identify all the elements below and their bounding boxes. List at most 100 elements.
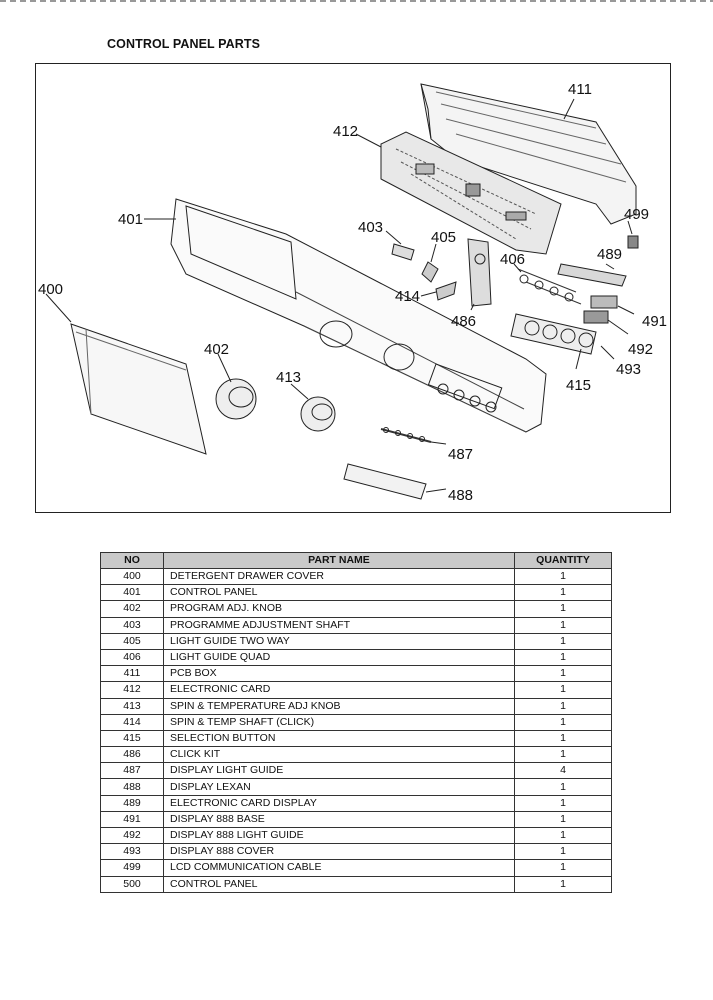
cell-no: 500 [100,875,164,893]
display-lexan-488 [343,463,427,500]
cell-no: 406 [100,648,164,667]
cell-part-name: ELECTRONIC CARD DISPLAY [163,794,515,812]
exploded-diagram: 411 412 401 403 405 499 489 406 400 414 … [35,63,671,513]
cell-quantity: 4 [514,762,612,780]
callout-401: 401 [118,211,143,228]
cell-no: 493 [100,843,164,861]
cell-no: 491 [100,810,164,829]
click-kit-486 [467,238,492,307]
callout-403: 403 [358,219,383,236]
cell-part-name: DISPLAY 888 COVER [163,843,515,861]
cell-no: 401 [100,584,164,602]
cell-no: 488 [100,778,164,796]
header-quantity: QUANTITY [514,552,612,569]
callout-487: 487 [448,446,473,463]
callout-405: 405 [431,229,456,246]
table-header-row: NO PART NAME QUANTITY [100,552,612,569]
cell-part-name: LCD COMMUNICATION CABLE [163,859,515,877]
cell-quantity: 1 [514,584,612,602]
cell-quantity: 1 [514,681,612,699]
header-part-name: PART NAME [163,552,515,569]
callout-414: 414 [395,288,420,305]
callout-411: 411 [568,81,592,98]
callout-413: 413 [276,369,301,386]
callout-488: 488 [448,487,473,504]
callout-493: 493 [616,361,641,378]
cable-499 [627,235,639,249]
cell-part-name: PCB BOX [163,665,515,683]
cell-no: 492 [100,826,164,845]
cell-quantity: 1 [514,810,612,829]
cell-part-name: DETERGENT DRAWER COVER [163,567,515,586]
cell-no: 412 [100,681,164,699]
cell-part-name: LIGHT GUIDE QUAD [163,648,515,667]
cell-part-name: DISPLAY LEXAN [163,778,515,796]
cell-part-name: CONTROL PANEL [163,584,515,602]
cell-quantity: 1 [514,843,612,861]
cell-no: 411 [100,665,164,683]
cell-part-name: SELECTION BUTTON [163,729,515,748]
detergent-drawer-400 [70,323,207,455]
callout-412: 412 [333,123,358,140]
knob-413 [300,396,336,432]
cell-quantity: 1 [514,794,612,812]
cell-no: 487 [100,762,164,780]
callout-486: 486 [451,313,476,330]
cell-no: 400 [100,567,164,586]
cell-no: 415 [100,729,164,748]
cell-part-name: SPIN & TEMPERATURE ADJ KNOB [163,697,515,715]
exploded-diagram-drawing: 411 412 401 403 405 499 489 406 400 414 … [38,81,667,504]
callout-415: 415 [566,377,591,394]
cell-part-name: PROGRAM ADJ. KNOB [163,600,515,618]
knob-402 [215,378,257,420]
cell-no: 499 [100,859,164,877]
top-edge-rule [0,0,713,2]
callout-492: 492 [628,341,653,358]
display-card-489 [557,263,627,287]
cell-part-name: LIGHT GUIDE TWO WAY [163,632,515,650]
callout-489: 489 [597,246,622,263]
cell-no: 489 [100,794,164,812]
cell-no: 402 [100,600,164,618]
cell-quantity: 1 [514,729,612,748]
cell-quantity: 1 [514,859,612,877]
cell-quantity: 1 [514,826,612,845]
cell-no: 405 [100,632,164,650]
header-no: NO [100,552,164,569]
cell-no: 413 [100,697,164,715]
cell-quantity: 1 [514,632,612,650]
cell-part-name: DISPLAY LIGHT GUIDE [163,762,515,780]
cell-quantity: 1 [514,648,612,667]
callout-499: 499 [624,206,649,223]
cell-quantity: 1 [514,697,612,715]
cell-no: 486 [100,746,164,764]
cell-quantity: 1 [514,875,612,893]
cell-quantity: 1 [514,616,612,634]
callout-491: 491 [642,313,667,330]
callout-400: 400 [38,281,63,298]
cell-part-name: ELECTRONIC CARD [163,681,515,699]
cell-no: 414 [100,713,164,731]
selection-buttons-415 [510,313,597,355]
callout-402: 402 [204,341,229,358]
cell-quantity: 1 [514,713,612,731]
cell-quantity: 1 [514,778,612,796]
cell-quantity: 1 [514,600,612,618]
cell-quantity: 1 [514,567,612,586]
